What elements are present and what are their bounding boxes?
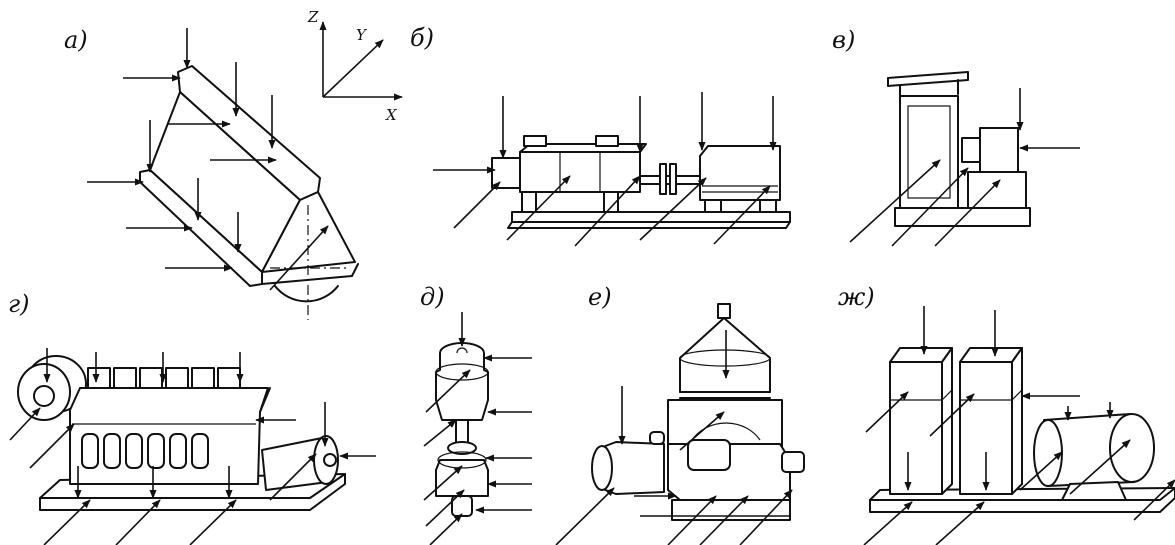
panel-d-vertical-machine: д): [420, 283, 532, 545]
panel-g-engine-unit: г): [8, 290, 376, 545]
panel-a-label: а): [64, 26, 88, 54]
panel-b-pump-unit: б): [410, 24, 791, 247]
panel-d-label: д): [420, 283, 445, 311]
panel-e-label: е): [588, 283, 612, 311]
panel-zh-cabinet-unit: ж): [838, 283, 1175, 545]
panel-g-label: г): [8, 290, 30, 318]
y-axis: [322, 39, 384, 98]
panel-v-fan-unit: в): [832, 26, 1080, 247]
z-axis-label: Z: [307, 8, 319, 26]
x-axis-label: X: [385, 106, 398, 124]
panel-v-label: в): [832, 26, 855, 54]
panel-e-separator-unit: е): [555, 283, 805, 545]
panel-a-long-housing: а): [64, 26, 359, 320]
coordinate-axes: Z Y X: [307, 8, 403, 124]
y-axis-label: Y: [356, 26, 368, 44]
panel-zh-label: ж): [838, 283, 875, 311]
panel-b-label: б): [410, 24, 434, 52]
